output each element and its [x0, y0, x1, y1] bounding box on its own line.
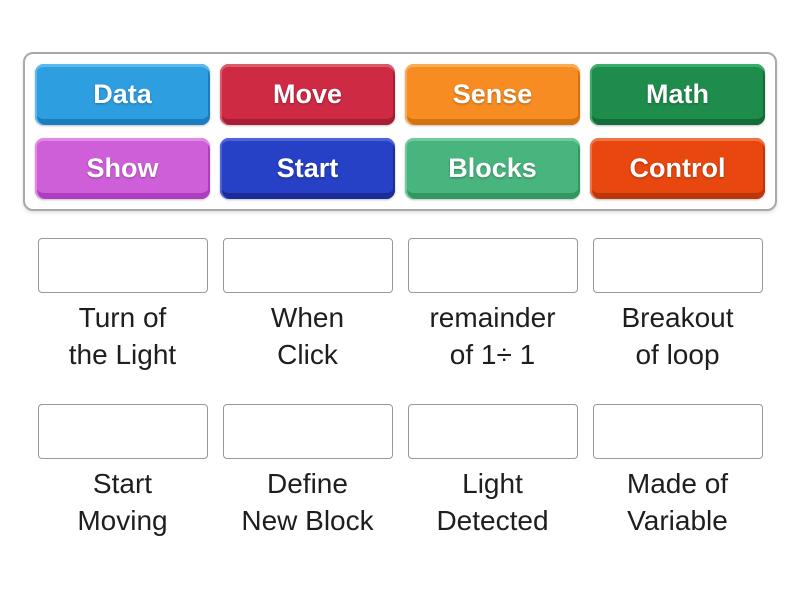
tile-tray: Data Move Sense Math Show Start Blocks C…: [23, 52, 777, 211]
slot-label: remainder of 1÷ 1: [429, 302, 556, 370]
tile-move[interactable]: Move: [220, 64, 395, 125]
match-slot-define-new-block: Define New Block: [222, 403, 393, 540]
answer-dropzone[interactable]: [592, 238, 763, 293]
slot-label: Light Detected: [436, 467, 549, 536]
slot-label: Breakout of loop: [621, 302, 734, 370]
match-slot-made-of-variable: Made of Variable: [592, 403, 763, 540]
tile-show[interactable]: Show: [35, 138, 210, 199]
answer-dropzone[interactable]: [407, 238, 578, 293]
tile-data[interactable]: Data: [35, 64, 210, 125]
answer-dropzone[interactable]: [592, 403, 763, 459]
answer-dropzone[interactable]: [222, 403, 393, 459]
slot-label: Turn of the Light: [68, 302, 177, 370]
tile-start[interactable]: Start: [220, 138, 395, 199]
match-slot-turn-of-the-light: Turn of the Light: [37, 238, 208, 374]
match-slot-remainder: remainder of 1÷ 1: [407, 238, 578, 374]
match-slot-breakout-of-loop: Breakout of loop: [592, 238, 763, 374]
tile-blocks[interactable]: Blocks: [405, 138, 580, 199]
tile-control[interactable]: Control: [590, 138, 765, 199]
slot-label: Define New Block: [241, 467, 374, 536]
slot-label: Made of Variable: [626, 467, 729, 536]
answer-dropzone[interactable]: [37, 238, 208, 293]
answer-dropzone[interactable]: [407, 403, 578, 459]
tile-math[interactable]: Math: [590, 64, 765, 125]
match-slot-start-moving: Start Moving: [37, 403, 208, 540]
match-slot-light-detected: Light Detected: [407, 403, 578, 540]
answer-dropzone[interactable]: [37, 403, 208, 459]
tile-sense[interactable]: Sense: [405, 64, 580, 125]
match-slot-when-click: When Click: [222, 238, 393, 374]
slot-label: When Click: [270, 302, 345, 370]
slot-label: Start Moving: [77, 467, 168, 536]
answer-dropzone[interactable]: [222, 238, 393, 293]
answer-board: Turn of the Light When Click remainder o…: [0, 238, 800, 540]
